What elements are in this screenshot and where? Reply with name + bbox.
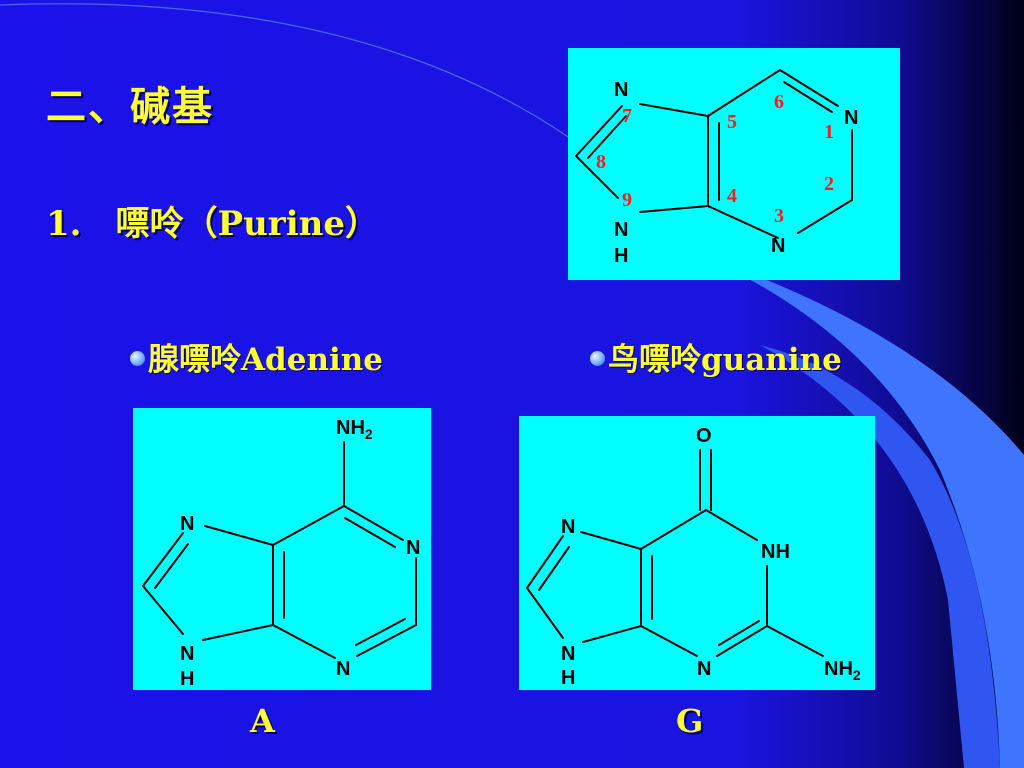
adenine-structure-panel: NH2 N N N H N — [133, 408, 431, 690]
purine-n7: N — [614, 79, 628, 101]
adenine-nh2: NH2 — [336, 417, 373, 442]
slide-title: 二、碱基 — [46, 83, 214, 130]
purine-position-6: 6 — [774, 91, 784, 113]
purine-n3: N — [771, 235, 785, 257]
purine-position-8: 8 — [596, 151, 606, 173]
purine-structure: N N N N H 1 2 3 4 5 6 7 8 9 — [575, 69, 858, 267]
purine-position-9: 9 — [622, 189, 632, 211]
adenine-bullet: 腺嘌呤Adenine — [130, 334, 383, 379]
adenine-h9: H — [180, 668, 194, 690]
purine-position-3: 3 — [774, 205, 784, 227]
purine-position-2: 2 — [824, 173, 834, 195]
adenine-n7: N — [180, 513, 194, 535]
purine-n9: N — [614, 219, 628, 241]
adenine-nh2-subscript: 2 — [365, 426, 373, 442]
guanine-nh2-subscript: 2 — [853, 667, 861, 683]
guanine-o: O — [696, 425, 712, 447]
purine-position-5: 5 — [727, 111, 737, 133]
section-heading: 1. 嘌呤（Purine） — [46, 196, 379, 245]
guanine-structure-panel: O N NH N H N NH2 — [519, 416, 875, 690]
section-heading-text: 嘌呤（Purine） — [115, 204, 379, 244]
bullet-dot-icon — [130, 351, 145, 366]
purine-n1: N — [844, 107, 858, 129]
guanine-bullet: 鸟嘌呤guanine — [590, 334, 842, 379]
purine-structure-panel: N N N N H 1 2 3 4 5 6 7 8 9 — [568, 48, 900, 280]
adenine-n1: N — [406, 537, 420, 559]
adenine-nh2-base: NH — [336, 417, 365, 439]
guanine-n7: N — [561, 516, 575, 538]
adenine-n3: N — [336, 658, 350, 680]
guanine-structure: O N NH N H N NH2 — [526, 425, 861, 689]
purine-position-7: 7 — [622, 105, 632, 127]
guanine-bullet-text: 鸟嘌呤guanine — [608, 342, 842, 378]
adenine-bullet-text: 腺嘌呤Adenine — [148, 342, 384, 378]
adenine-n9: N — [180, 643, 194, 665]
guanine-nh2-base: NH — [824, 658, 853, 680]
guanine-label: G — [676, 702, 704, 740]
guanine-nh: NH — [761, 541, 790, 563]
guanine-h9: H — [561, 667, 575, 689]
purine-h9: H — [614, 245, 628, 267]
guanine-nh2: NH2 — [824, 658, 861, 683]
adenine-structure: NH2 N N N H N — [142, 417, 420, 690]
purine-position-1: 1 — [824, 121, 834, 143]
guanine-n3: N — [697, 658, 711, 680]
section-number: 1. — [46, 204, 82, 244]
guanine-n9: N — [561, 643, 575, 665]
bullet-dot-icon — [590, 351, 605, 366]
adenine-label: A — [250, 702, 275, 740]
purine-position-4: 4 — [727, 185, 737, 207]
